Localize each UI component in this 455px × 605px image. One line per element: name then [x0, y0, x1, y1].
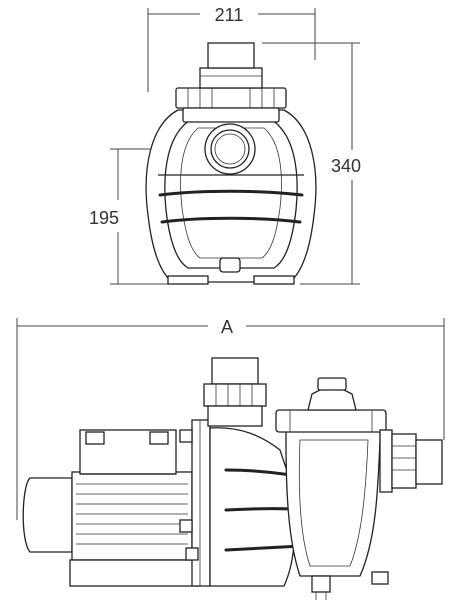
side-view: A	[16, 317, 445, 600]
width-label: 211	[215, 5, 244, 25]
motor	[22, 429, 201, 587]
strainer-housing	[275, 377, 389, 600]
height-label: 340	[331, 156, 361, 176]
height-dimension: 340	[262, 42, 361, 285]
inlet-height-label: 195	[89, 208, 119, 228]
pump-front-body	[145, 42, 317, 285]
length-dimension: A	[16, 317, 445, 520]
inlet-union	[379, 429, 443, 493]
front-view: 211 340 195	[89, 5, 361, 285]
length-label: A	[221, 317, 233, 337]
width-dimension: 211	[147, 5, 316, 92]
inlet-height-dimension: 195	[89, 148, 205, 285]
pump-housing	[203, 357, 342, 587]
